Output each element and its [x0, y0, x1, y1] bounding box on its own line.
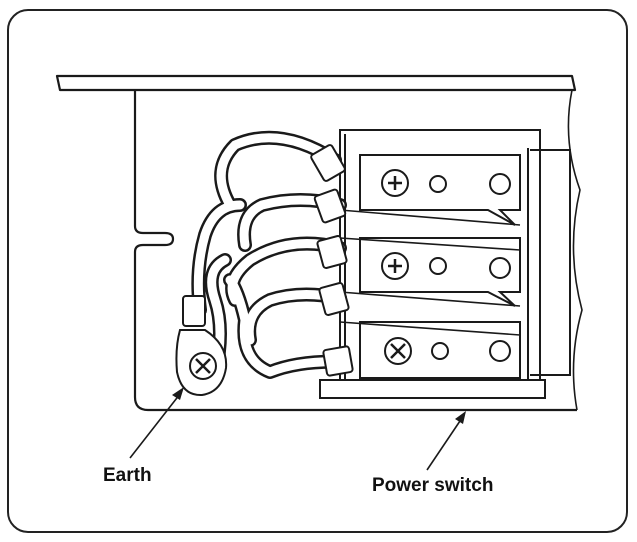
leader-arrows: [129, 387, 466, 471]
earth-label: Earth: [103, 465, 152, 486]
terminal-screws: [381, 169, 511, 365]
housing: [55, 74, 583, 412]
earth-terminal: [175, 329, 228, 397]
crimp-sleeves: [182, 144, 354, 377]
power-switch-label: Power switch: [372, 475, 494, 496]
diagram-border: [7, 9, 628, 533]
